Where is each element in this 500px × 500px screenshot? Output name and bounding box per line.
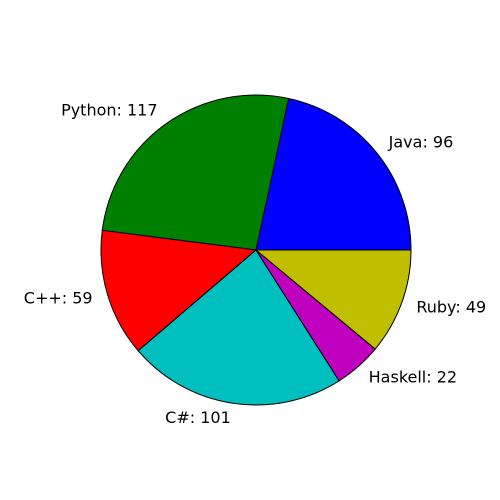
pie-slices [100, 94, 412, 406]
pie-label-java: Java: 96 [388, 132, 454, 151]
pie-slice-java [255, 97, 412, 251]
pie-slice-ruby [255, 249, 412, 350]
pie-label-haskell: Haskell: 22 [369, 367, 457, 386]
pie-label-c: C++: 59 [24, 288, 93, 307]
pie-label-python: Python: 117 [61, 100, 157, 119]
pie-slice-python [101, 94, 290, 251]
pie-slice-c [137, 249, 340, 406]
pie-label-c: C#: 101 [165, 408, 231, 427]
pie-label-ruby: Ruby: 49 [416, 297, 486, 316]
pie-slice-c [100, 229, 257, 352]
